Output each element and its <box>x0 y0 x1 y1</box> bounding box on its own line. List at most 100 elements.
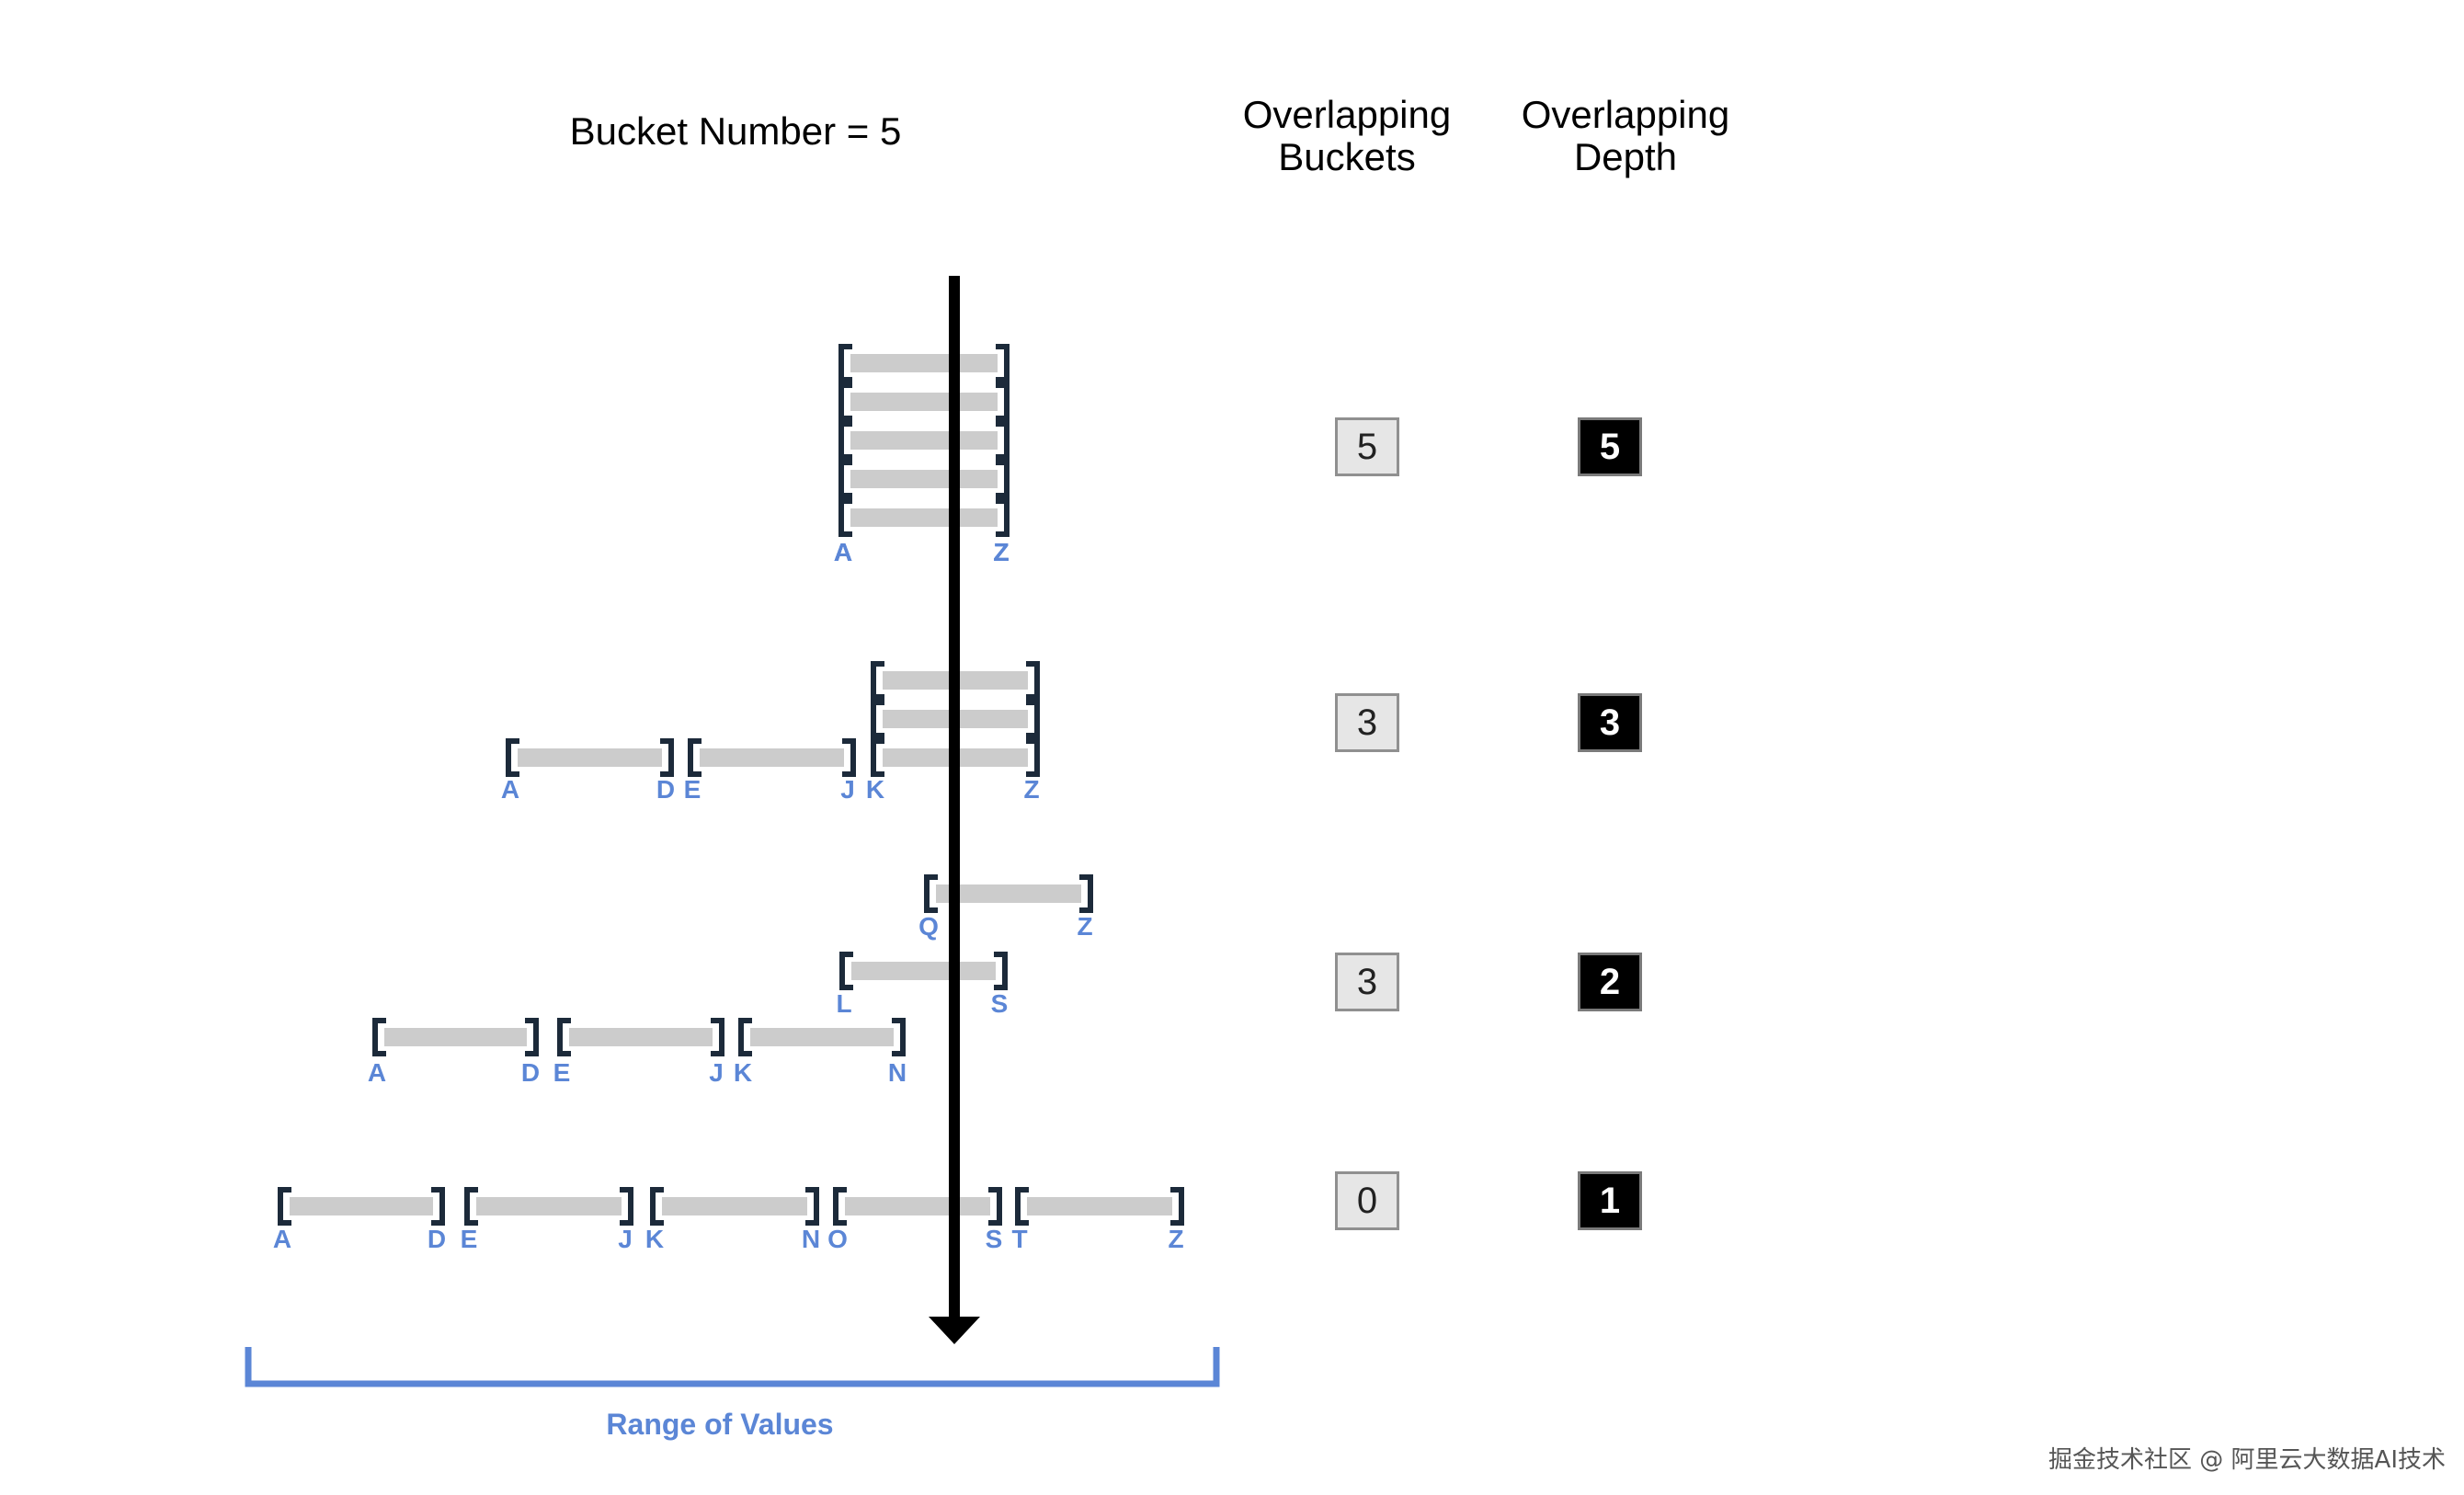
overlapping-buckets-value: 3 <box>1335 693 1399 752</box>
bucket-open-bracket <box>833 1187 847 1226</box>
bucket <box>839 952 1008 990</box>
bucket-bar <box>700 748 844 767</box>
bucket <box>838 344 1010 382</box>
bucket-start-label: K <box>645 1225 664 1253</box>
bucket-open-bracket <box>650 1187 664 1226</box>
bucket-open-bracket <box>871 700 884 738</box>
bucket-bar <box>384 1028 527 1046</box>
bucket-end-label: Z <box>993 538 1009 566</box>
bucket-close-bracket <box>996 460 1010 498</box>
bucket-close-bracket <box>842 738 856 777</box>
bucket-bar <box>850 354 998 372</box>
overlapping-buckets-value: 0 <box>1335 1171 1399 1230</box>
bucket-start-label: Q <box>918 912 939 941</box>
bucket-close-bracket <box>620 1187 633 1226</box>
query-arrow-head <box>929 1317 980 1344</box>
bucket-close-bracket <box>996 382 1010 421</box>
bucket-end-label: S <box>986 1225 1003 1253</box>
bucket-bar <box>845 1197 990 1215</box>
bucket-bar <box>936 884 1081 903</box>
bucket-end-label: J <box>840 775 855 804</box>
bucket-bar <box>850 470 998 488</box>
bucket <box>838 498 1010 537</box>
bucket-open-bracket <box>738 1018 752 1056</box>
bucket-end-label: Z <box>1168 1225 1183 1253</box>
overlapping-depth-value: 3 <box>1578 693 1642 752</box>
bucket-close-bracket <box>996 498 1010 537</box>
bucket-start-label: A <box>834 538 852 566</box>
bucket-open-bracket <box>464 1187 478 1226</box>
bucket-end-label: Z <box>993 538 1009 566</box>
bucket-start-label: A <box>834 538 852 566</box>
bucket-open-bracket <box>506 738 519 777</box>
bucket-start-label: A <box>834 538 852 566</box>
overlapping-depth-value: 5 <box>1578 417 1642 476</box>
bucket-open-bracket <box>838 498 852 537</box>
bucket-bar <box>1027 1197 1172 1215</box>
bucket-start-label: A <box>501 775 519 804</box>
bucket-close-bracket <box>1079 874 1093 913</box>
bucket-bar <box>750 1028 894 1046</box>
bucket-open-bracket <box>278 1187 291 1226</box>
overlapping-buckets-value: 5 <box>1335 417 1399 476</box>
range-of-values-label: Range of Values <box>606 1408 833 1441</box>
bucket-bar <box>518 748 662 767</box>
bucket-close-bracket <box>1170 1187 1184 1226</box>
bucket <box>924 874 1093 913</box>
bucket <box>650 1187 819 1226</box>
bucket <box>838 460 1010 498</box>
bucket-close-bracket <box>805 1187 819 1226</box>
overlapping-depth-value: 1 <box>1578 1171 1642 1230</box>
bucket-close-bracket <box>892 1018 906 1056</box>
bucket-start-label: L <box>836 989 851 1018</box>
bucket-start-label: E <box>461 1225 478 1253</box>
bucket-close-bracket <box>431 1187 445 1226</box>
bucket-close-bracket <box>660 738 674 777</box>
bucket-end-label: D <box>656 775 675 804</box>
range-bracket <box>245 1347 1220 1387</box>
bucket-close-bracket <box>525 1018 539 1056</box>
bucket-end-label: Z <box>1023 775 1039 804</box>
bucket-start-label: A <box>834 538 852 566</box>
bucket-end-label: Z <box>1077 912 1092 941</box>
bucket-start-label: E <box>553 1058 571 1087</box>
bucket <box>1015 1187 1184 1226</box>
bucket-open-bracket <box>1015 1187 1029 1226</box>
bucket-end-label: Z <box>993 538 1009 566</box>
bucket-bar <box>290 1197 433 1215</box>
bucket-open-bracket <box>838 382 852 421</box>
bucket-end-label: D <box>428 1225 446 1253</box>
bucket-end-label: J <box>709 1058 724 1087</box>
bucket <box>688 738 856 777</box>
bucket-end-label: S <box>991 989 1009 1018</box>
watermark: 掘金技术社区 @ 阿里云大数据AI技术 <box>2048 1446 2446 1474</box>
bucket-close-bracket <box>994 952 1008 990</box>
bucket-bar <box>850 508 998 527</box>
bucket-start-label: E <box>684 775 702 804</box>
bucket-close-bracket <box>1026 700 1040 738</box>
bucket-start-label: K <box>866 775 884 804</box>
bucket-end-label: Z <box>993 538 1009 566</box>
bucket-open-bracket <box>557 1018 571 1056</box>
bucket-bar <box>662 1197 807 1215</box>
bucket-end-label: N <box>888 1058 907 1087</box>
overlapping-buckets-header: Overlapping Buckets <box>1242 93 1452 178</box>
bucket-close-bracket <box>988 1187 1002 1226</box>
bucket <box>838 421 1010 460</box>
bucket-start-label: A <box>273 1225 291 1253</box>
bucket-start-label: A <box>834 538 852 566</box>
overlapping-buckets-value: 3 <box>1335 953 1399 1011</box>
bucket-open-bracket <box>688 738 702 777</box>
bucket-start-label: O <box>827 1225 848 1253</box>
buckets-layer <box>278 344 1184 1226</box>
bucket-open-bracket <box>871 661 884 700</box>
bucket <box>506 738 674 777</box>
bucket <box>278 1187 445 1226</box>
bucket-bar <box>850 393 998 411</box>
bucket <box>838 382 1010 421</box>
bucket-end-label: Z <box>993 538 1009 566</box>
bucket-close-bracket <box>711 1018 724 1056</box>
bucket <box>833 1187 1002 1226</box>
bucket-open-bracket <box>838 421 852 460</box>
